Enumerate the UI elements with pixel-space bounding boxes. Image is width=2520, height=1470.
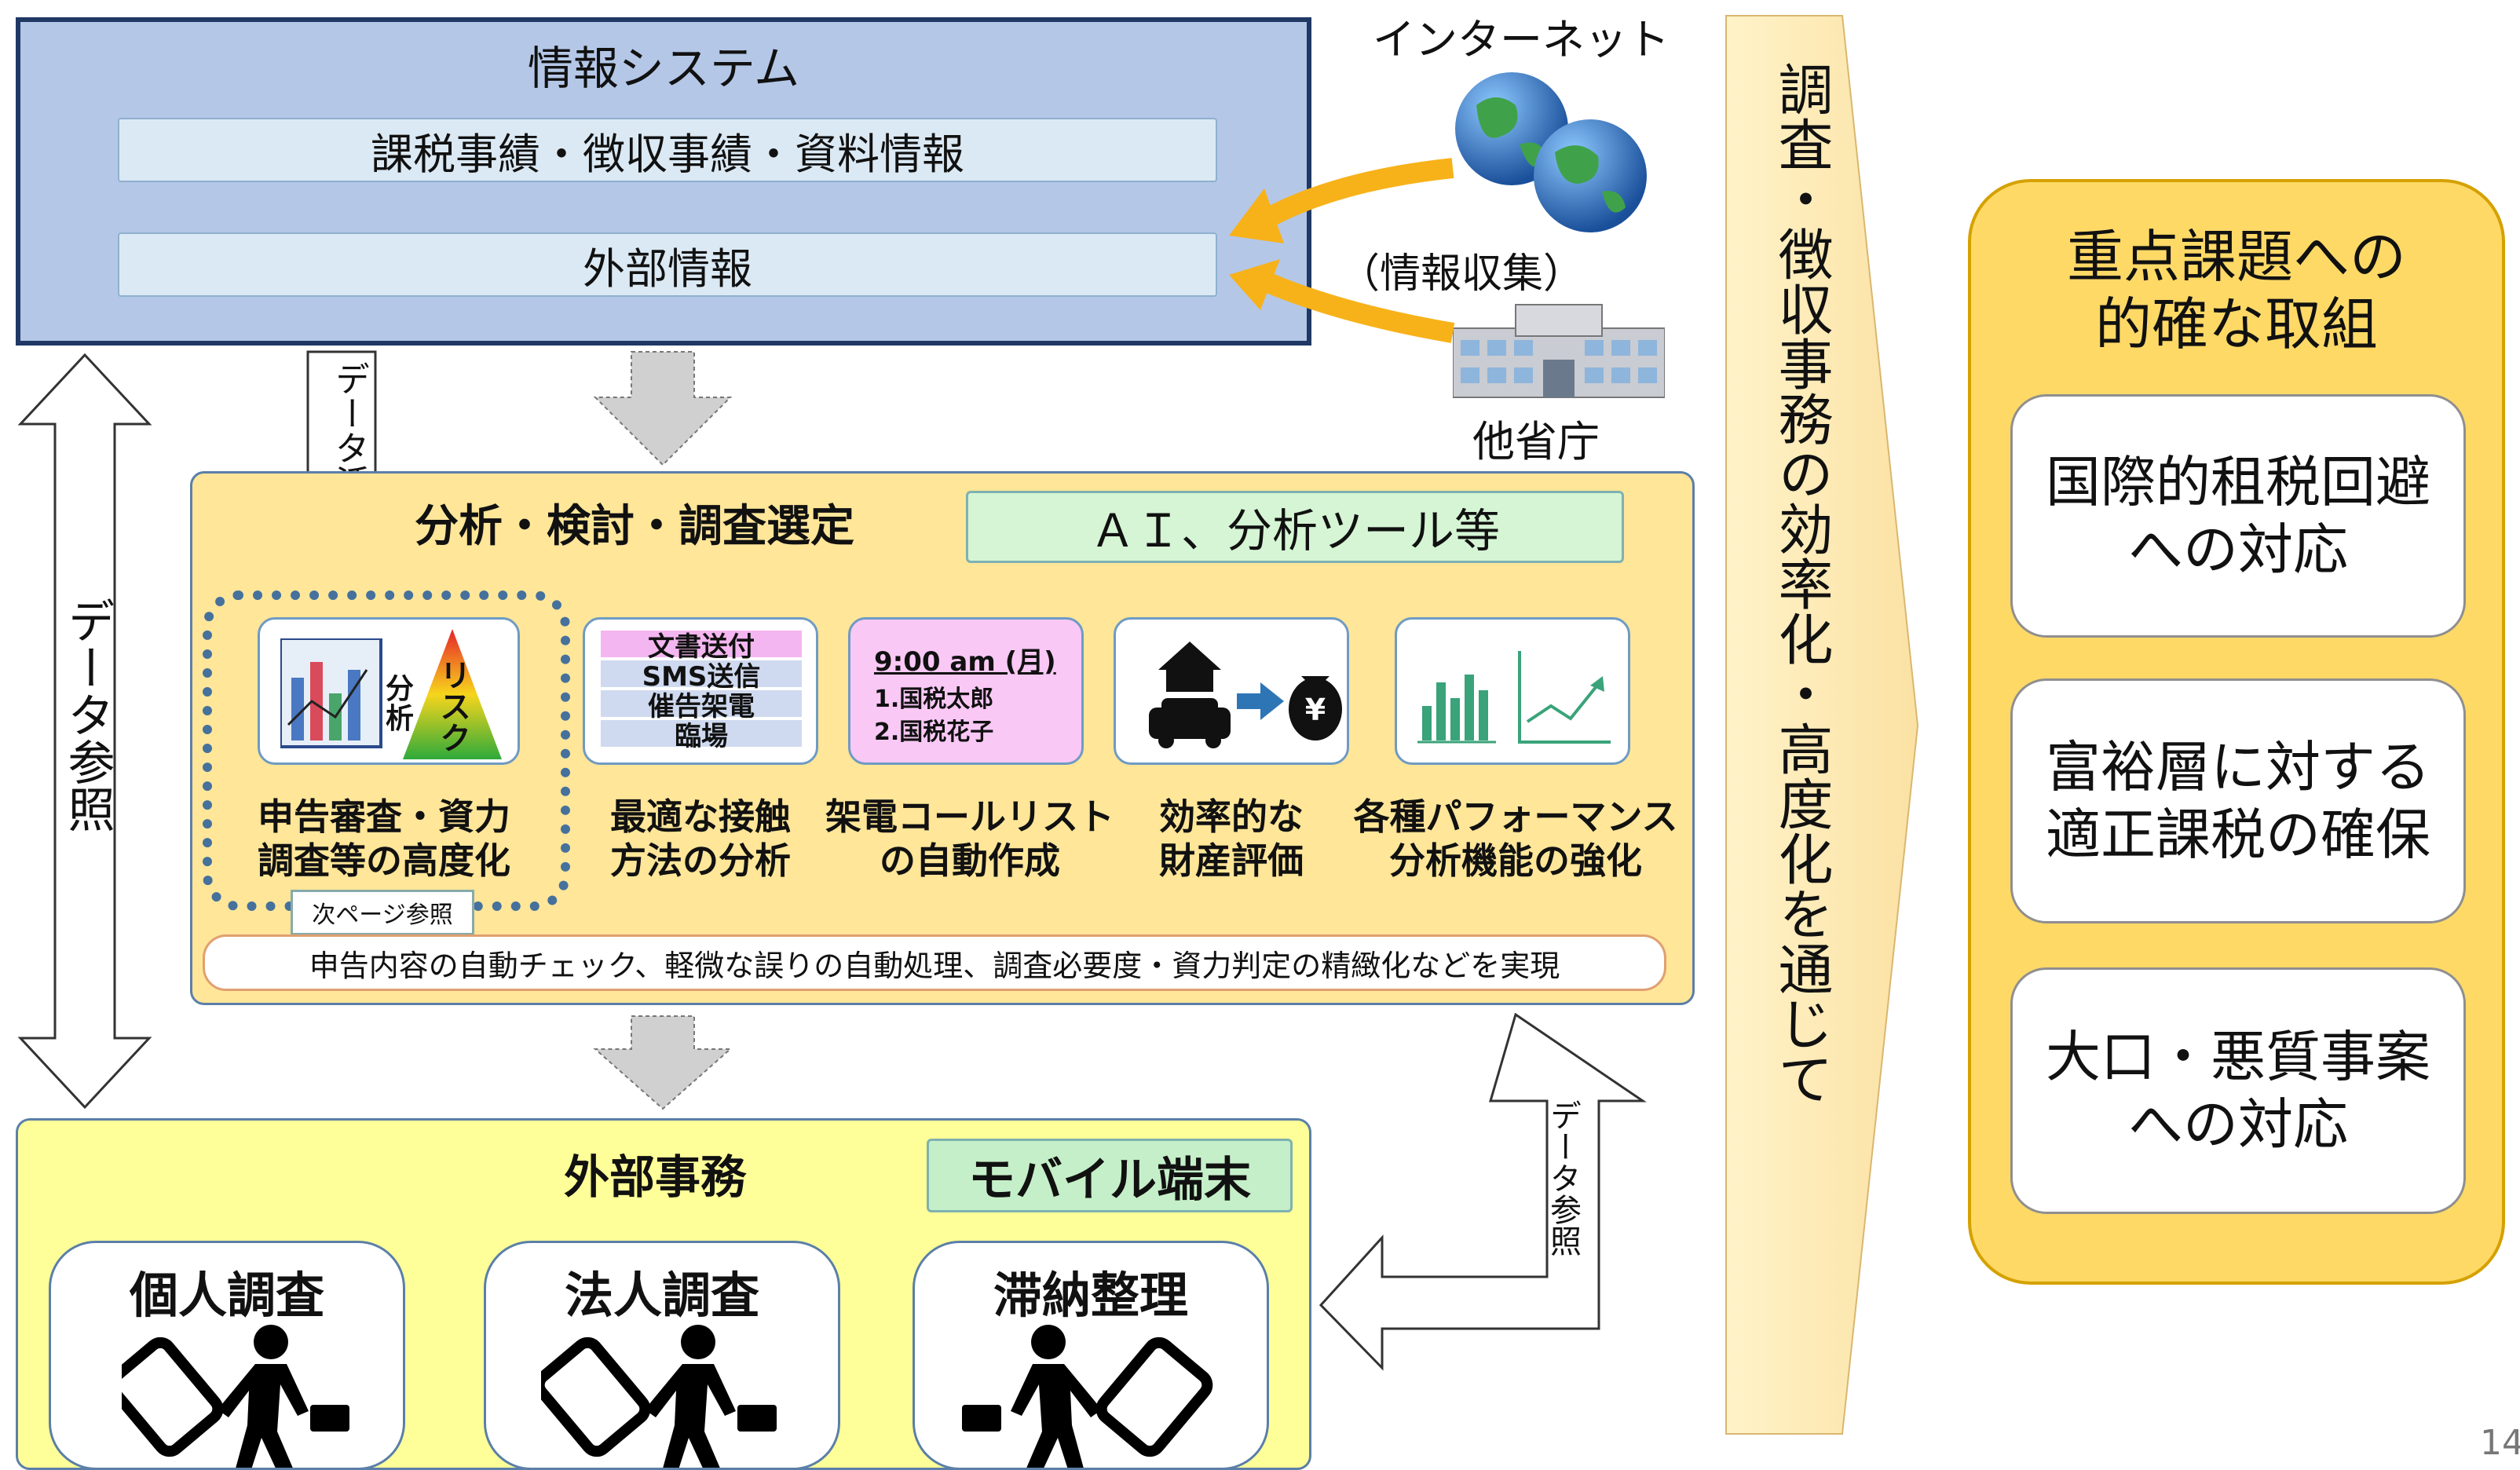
task-corporate-label: 法人調査 xyxy=(564,1267,759,1324)
caption-valuation-line2: 財産評価 xyxy=(1159,839,1304,882)
task-individual-investigation: 個人調査 xyxy=(49,1241,405,1470)
contact-methods-card: 文書送付 SMS送信 催告架電 臨場 xyxy=(583,617,818,765)
contact-line-2: SMS送信 xyxy=(601,660,802,693)
property-valuation-card: ¥ xyxy=(1114,617,1349,765)
goal-large-malicious-cases: 大口・悪質事案 への対応 xyxy=(2010,967,2466,1214)
info-collect-label: （情報収集） xyxy=(1339,250,1585,298)
goal-3-line2: への対応 xyxy=(2128,1092,2348,1157)
analysis-icon-label: 分析 xyxy=(386,673,415,735)
caption-risk-line1: 申告審査・資力 xyxy=(258,795,510,838)
internet-globes-icon xyxy=(1455,72,1647,232)
risk-analysis-card: 分析 リスク xyxy=(258,617,520,765)
tablet-person-icon xyxy=(541,1325,777,1468)
caption-contact-line2: 方法の分析 xyxy=(610,839,791,882)
down-arrow-1 xyxy=(593,351,733,466)
goal-2-line1: 富裕層に対する xyxy=(2046,735,2430,799)
call-list-entry-1: 1.国税太郎 xyxy=(874,686,994,713)
ai-tools-label: ＡＩ、分析ツール等 xyxy=(966,491,1624,563)
data-reference-left-label: データ参照 xyxy=(60,597,115,832)
data-reference-double-arrow xyxy=(17,353,152,1109)
data-reference-bent-arrow xyxy=(1319,1013,1647,1371)
performance-charts-icon xyxy=(1417,651,1611,744)
down-arrow-2 xyxy=(593,1015,733,1110)
risk-triangle-icon xyxy=(403,629,502,759)
risk-icon-label: リスク xyxy=(434,659,470,753)
data-reference-right-label: データ参照 xyxy=(1545,1099,1581,1256)
caption-risk-line2: 調査等の高度化 xyxy=(258,839,510,882)
collect-arrows xyxy=(1229,158,1455,343)
bar-chart-icon xyxy=(280,638,382,748)
info-system-title: 情報システム xyxy=(527,42,800,95)
caption-call-list-line2: の自動作成 xyxy=(880,839,1060,882)
goal-3-line1: 大口・悪質事案 xyxy=(2046,1025,2430,1089)
contact-line-3: 催告架電 xyxy=(601,690,802,722)
field-work-title: 外部事務 xyxy=(564,1150,747,1204)
caption-contact: 最適な接触 方法の分析 xyxy=(575,795,826,883)
contact-line-4: 臨場 xyxy=(601,720,802,752)
goals-title-line1: 重点課題への xyxy=(2066,224,2406,290)
external-info-bar: 外部情報 xyxy=(118,232,1217,297)
analysis-summary: 申告内容の自動チェック、軽微な誤りの自動処理、調査必要度・資力判定の精緻化などを… xyxy=(203,934,1666,991)
page-number: 14 xyxy=(2480,1423,2520,1463)
goal-1-line1: 国際的租税回避 xyxy=(2046,450,2430,514)
vertical-process-text: 調査・徴収事務の効率化・高度化を通じて xyxy=(1769,61,1834,1106)
goals-title: 重点課題への 的確な取組 xyxy=(1968,223,2505,358)
task-delinquency-label: 滞納整理 xyxy=(993,1267,1188,1324)
goal-2-line2: 適正課税の確保 xyxy=(2046,803,2430,867)
caption-performance: 各種パフォーマンス 分析機能の強化 xyxy=(1343,795,1688,883)
internet-label: インターネット xyxy=(1373,15,1670,64)
vertical-chevron xyxy=(1725,15,1919,1435)
caption-call-list: 架電コールリスト の自動作成 xyxy=(825,795,1115,883)
call-list-time: 9:00 am (月) xyxy=(874,646,1056,678)
caption-performance-line1: 各種パフォーマンス xyxy=(1353,795,1678,838)
caption-risk: 申告審査・資力 調査等の高度化 xyxy=(220,795,548,883)
info-system-box: 情報システム 課税事績・徴収事績・資料情報 外部情報 xyxy=(16,17,1311,346)
goal-1-line2: への対応 xyxy=(2128,517,2348,582)
caption-contact-line1: 最適な接触 xyxy=(610,795,791,838)
contact-line-1: 文書送付 xyxy=(601,631,802,663)
call-list-entry-2: 2.国税花子 xyxy=(874,719,994,746)
caption-valuation-line1: 効率的な xyxy=(1159,795,1304,838)
ministries-label: 他省庁 xyxy=(1472,417,1600,466)
caption-performance-line2: 分析機能の強化 xyxy=(1389,839,1642,882)
caption-valuation: 効率的な 財産評価 xyxy=(1114,795,1349,883)
task-delinquency-collection: 滞納整理 xyxy=(913,1241,1269,1470)
performance-card xyxy=(1395,617,1630,765)
ministry-building-icon xyxy=(1453,304,1665,398)
task-corporate-investigation: 法人調査 xyxy=(484,1241,840,1470)
tax-records-bar: 課税事績・徴収事績・資料情報 xyxy=(118,118,1217,182)
tablet-person-icon xyxy=(122,1325,349,1468)
next-page-reference: 次ページ参照 xyxy=(291,890,474,935)
goal-wealthy-taxation: 富裕層に対する 適正課税の確保 xyxy=(2010,678,2466,923)
task-individual-label: 個人調査 xyxy=(129,1267,324,1324)
call-list-card: 9:00 am (月) 1.国税太郎 2.国税花子 xyxy=(848,617,1084,765)
goals-title-line2: 的確な取組 xyxy=(2094,291,2378,357)
goal-international-tax-avoidance: 国際的租税回避 への対応 xyxy=(2010,394,2466,638)
house-car-yen-icon: ¥ xyxy=(1149,642,1342,748)
yen-symbol: ¥ xyxy=(1305,693,1326,727)
mobile-terminal-label: モバイル端末 xyxy=(927,1139,1293,1212)
person-tablet-icon xyxy=(962,1325,1213,1468)
analysis-title: 分析・検討・調査選定 xyxy=(415,501,854,552)
caption-call-list-line1: 架電コールリスト xyxy=(825,795,1114,838)
